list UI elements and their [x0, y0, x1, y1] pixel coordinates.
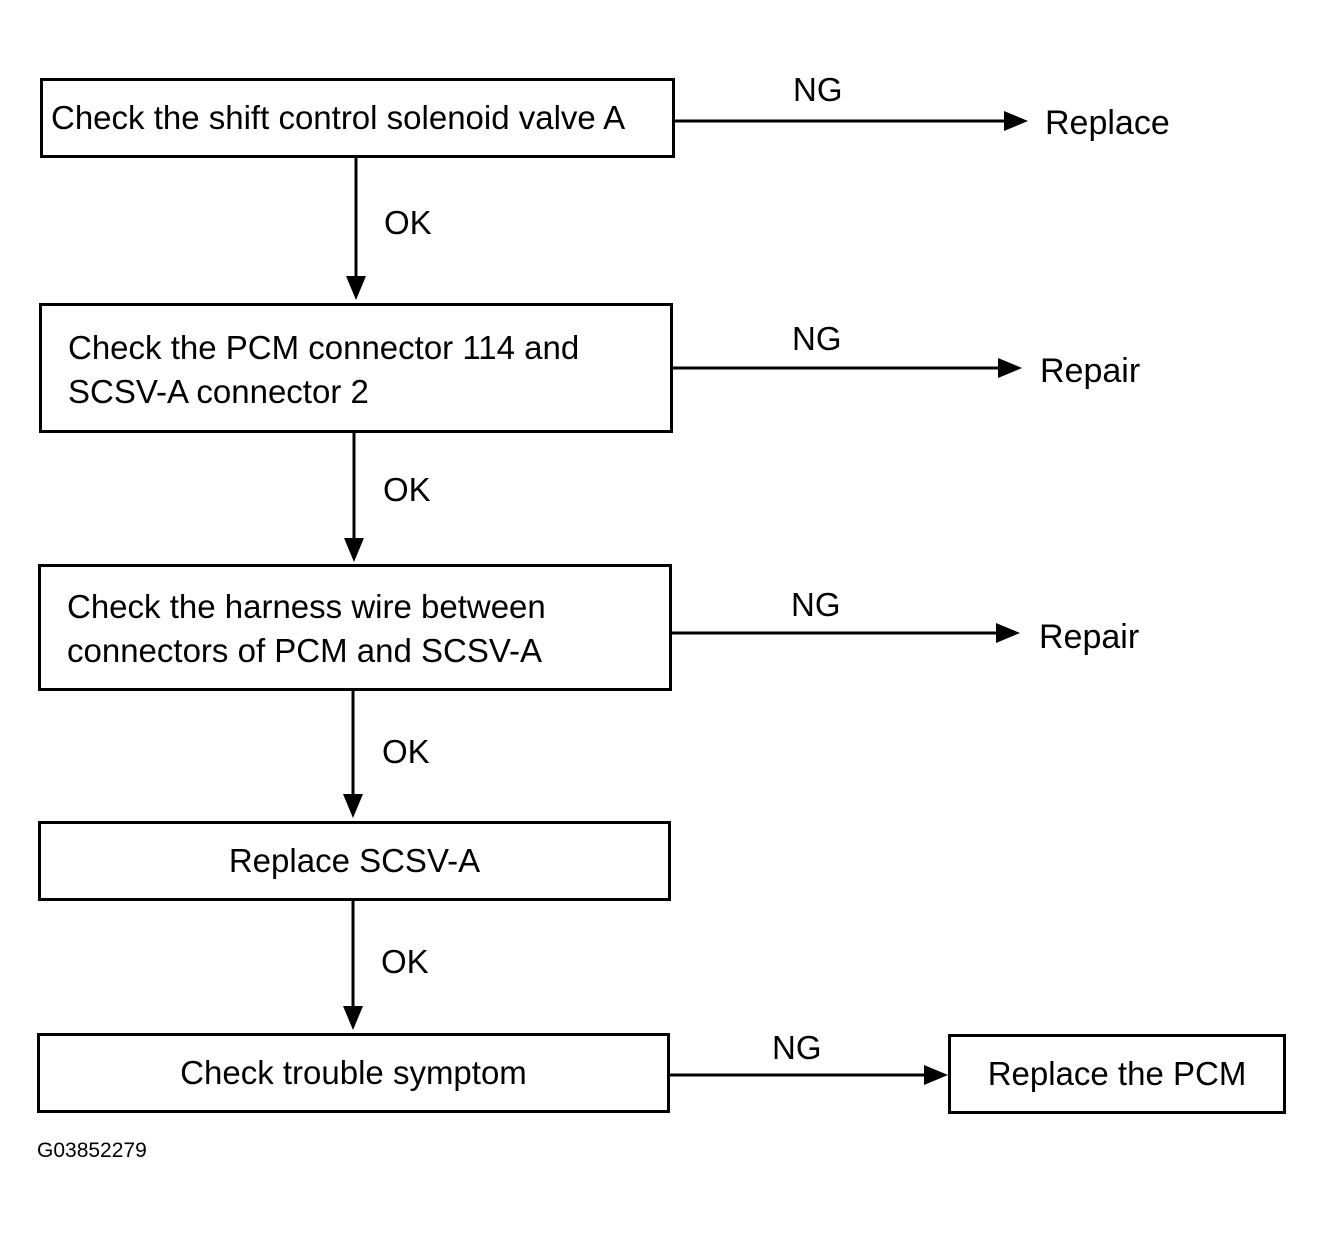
ng-label-4: NG	[772, 1029, 822, 1066]
outcome-box-replace-pcm: Replace the PCM	[948, 1034, 1286, 1114]
figure-id: G03852279	[37, 1139, 147, 1162]
step-box-check-symptom: Check trouble symptom	[37, 1033, 670, 1113]
ng-label-1: NG	[793, 71, 843, 108]
ok-label-4: OK	[381, 943, 429, 980]
ok-arrowhead-3	[343, 794, 363, 818]
ok-label-3: OK	[382, 733, 430, 770]
ng-arrowhead-1	[1004, 111, 1028, 131]
outcome-text: Replace the PCM	[987, 1055, 1247, 1092]
step-text-line-1: Check the PCM connector 114 and	[68, 329, 580, 366]
step-box-check-harness: Check the harness wire between connector…	[38, 564, 672, 691]
outcome-repair-2: Repair	[1039, 618, 1140, 656]
ok-label-1: OK	[384, 204, 432, 241]
outcome-replace: Replace	[1045, 104, 1170, 142]
step-text-line-2: SCSV-A connector 2	[68, 373, 369, 410]
step-text-line-1: Check the harness wire between	[67, 588, 546, 625]
step-text-line-2: connectors of PCM and SCSV-A	[67, 632, 543, 669]
ng-label-2: NG	[792, 320, 842, 357]
ok-arrowhead-1	[346, 276, 366, 300]
step-text: Replace SCSV-A	[228, 842, 481, 879]
ng-label-3: NG	[791, 586, 841, 623]
step-text: Check the shift control solenoid valve A	[51, 99, 626, 136]
outcome-repair-1: Repair	[1040, 352, 1141, 390]
ng-arrowhead-3	[996, 623, 1020, 643]
ng-connectors	[669, 111, 1028, 1085]
ok-label-2: OK	[383, 471, 431, 508]
ok-arrowhead-2	[344, 538, 364, 562]
step-text: Check trouble symptom	[180, 1054, 527, 1091]
step-box-check-solenoid: Check the shift control solenoid valve A	[40, 78, 675, 158]
ng-arrowhead-2	[998, 358, 1022, 378]
step-box-replace-scsv: Replace SCSV-A	[38, 821, 671, 901]
step-box-check-connectors: Check the PCM connector 114 and SCSV-A c…	[39, 303, 673, 433]
ok-arrowhead-4	[343, 1006, 363, 1030]
ng-arrowhead-4	[924, 1065, 948, 1085]
ok-connectors	[343, 157, 366, 1030]
